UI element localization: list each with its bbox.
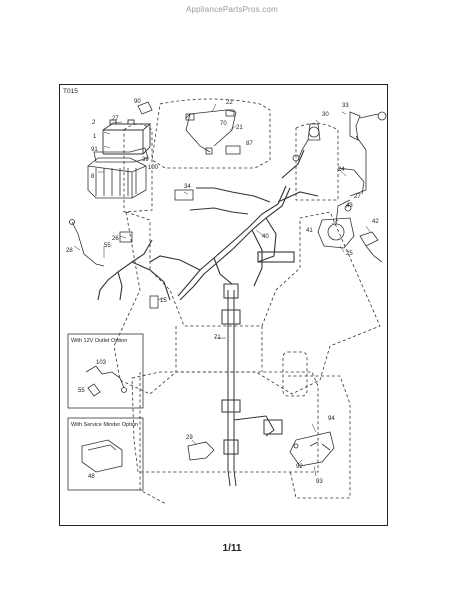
part-label: 70 (220, 121, 227, 127)
mower-outline (113, 98, 381, 505)
main-harness (97, 149, 319, 301)
part-42 (359, 231, 383, 263)
inset-12v-outlet-title: With 12V Outlet Option (71, 338, 128, 344)
inset-service-minder-frame (67, 417, 144, 491)
part-label: 24 (338, 167, 345, 173)
part-label: 87 (246, 141, 253, 147)
part-90 (137, 101, 153, 115)
part-label: 48 (88, 474, 95, 480)
part-label: 91 (91, 147, 98, 153)
part-label: 41 (306, 228, 313, 234)
part-label: 1 (93, 134, 97, 140)
page-number: 1/11 (222, 543, 242, 554)
part-label: 27 (354, 194, 361, 200)
part-label: 100 (148, 165, 159, 171)
part-label: 55 (78, 388, 85, 394)
part-label: 25 (346, 251, 353, 257)
part-label: 103 (96, 360, 107, 366)
inset-12v-part (85, 365, 127, 397)
battery-tray (87, 147, 149, 199)
part-label: 43 (346, 203, 353, 209)
part-label: 15 (160, 298, 167, 304)
part-15 (149, 295, 159, 309)
part-label: 29 (186, 435, 193, 441)
diagram-code: T015 (63, 88, 78, 95)
part-label: 26 (112, 236, 119, 242)
part-label: 22 (226, 100, 233, 106)
part-label: 33 (342, 103, 349, 109)
part-label: 71 (214, 335, 221, 341)
part-94 (289, 431, 335, 467)
part-label: 27 (112, 116, 119, 122)
part-label: 28 (66, 248, 73, 254)
part-label: 94 (328, 416, 335, 422)
part-label: 93 (316, 479, 323, 485)
service-minder-part (81, 439, 123, 473)
part-label: 42 (372, 219, 379, 225)
inset-service-minder-title: With Service Minder Option (71, 422, 138, 428)
watermark: AppliancePartsPros.com (186, 5, 278, 14)
seat-harness (185, 109, 237, 155)
part-label: 40 (262, 234, 269, 240)
part-26 (119, 231, 133, 243)
part-label: 21 (236, 125, 243, 131)
part-33 (349, 111, 387, 197)
part-28 (71, 221, 105, 267)
part-label: 90 (134, 99, 141, 105)
part-number-labels: 90 22 21 70 87 27 2 1 91 8 39 100 30 33 … (66, 99, 379, 485)
ignition-switch (292, 123, 321, 162)
part-label: 8 (91, 174, 95, 180)
inset-12v-outlet-frame (67, 333, 144, 409)
part-87 (225, 145, 241, 155)
battery (102, 119, 152, 155)
starter-solenoid (317, 199, 355, 249)
part-34 (174, 189, 194, 201)
part-label: 55 (104, 243, 111, 249)
part-label: 92 (296, 464, 303, 470)
part-29 (187, 441, 215, 461)
part-label: 2 (92, 120, 96, 126)
part-label: 30 (322, 112, 329, 118)
part-label: 34 (184, 184, 191, 190)
part-24 (337, 167, 365, 195)
harness-71 (221, 283, 283, 487)
diagram-frame (59, 84, 388, 526)
part-label: 39 (142, 157, 149, 163)
